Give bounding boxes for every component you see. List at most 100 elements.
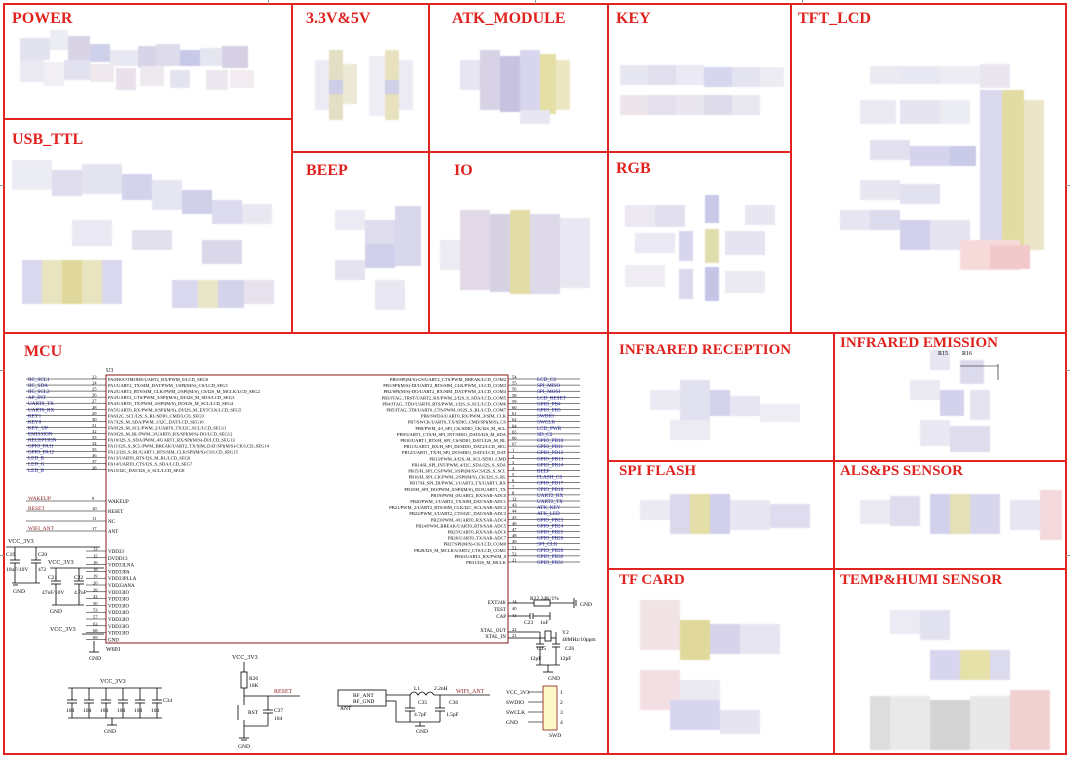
mcu-left-net: EMISSION — [28, 431, 53, 437]
mcu-right-pin-num: 4 — [512, 466, 515, 471]
mcu-extra-pin-num: 10 — [92, 506, 97, 511]
decap-value: 104 — [100, 708, 109, 714]
mcu-right-func: PB20/PWM_1/UART2_TX/SIM_DAT/SAR-ADC1 — [410, 499, 506, 504]
mcu-ext-pin-num: 22 — [512, 627, 517, 632]
decap-value: 104 — [117, 708, 126, 714]
swd-name: SWD — [549, 733, 561, 739]
atk-module-title: ATK_MODULE — [452, 10, 566, 27]
c34-ref: C34 — [163, 698, 172, 704]
mcu-right-net: LCD_CS — [537, 377, 556, 383]
vcc33-label-5: VCC_3V3 — [232, 655, 258, 661]
mcu-right-net: GPIO_PB28 — [537, 548, 564, 554]
mcu-left-pin-num: 32 — [92, 429, 97, 434]
gnd-ant: GND — [416, 729, 428, 735]
mcu-power-pin-num: 69 — [93, 635, 98, 640]
mcu-power-pins: 13VDD3315DVDD1316VDD33LNA18VDD33PA19VDD3… — [86, 547, 137, 643]
tf-card-pixelated-region — [640, 600, 780, 734]
mcu-ext-pin-num: 21 — [512, 633, 517, 638]
c35-value: 4.7pF — [414, 712, 427, 718]
vcc33-label-2: VCC_3V3 — [48, 560, 74, 566]
reset-net: RESET — [274, 689, 293, 695]
mcu-left-net: IIC_SCL2 — [28, 389, 50, 395]
mcu-right-func: PB28/I2S_M_MCLK/UART2_CTS/LCD_COM1 — [414, 548, 507, 553]
mcu-right-net: GPIO_PB31 — [537, 560, 564, 566]
y2-value: 40MHz/10ppm — [562, 637, 596, 643]
mcu-right-pin-num: 7 — [512, 484, 515, 489]
swd-net: SWCLK — [506, 710, 525, 716]
mcu-extra-net: WAKEUP — [28, 496, 51, 502]
c26-value: 12pF — [560, 656, 571, 662]
mcu-power-func: VDD33IO — [108, 598, 129, 603]
mcu-right-pin-num: 2 — [512, 454, 515, 459]
mcu-left-pin-num: 35 — [92, 447, 97, 452]
mcu-right-net: GPIO_PB18 — [537, 487, 564, 493]
beep-title: BEEP — [306, 162, 348, 179]
mcu-right-net: GPIO_PB25 — [537, 530, 564, 536]
border-tick — [1066, 555, 1070, 556]
mcu-power-pin-num: 53 — [93, 608, 98, 613]
mcu-right-func: PB7/SWCK/UART0_TX/SDIO_CMD/SPI(M/S)_CS — [408, 420, 507, 425]
mcu-left-pin-num: 25 — [92, 387, 97, 392]
mcu-power-func: VDD33PLLA — [108, 577, 137, 582]
c20-value: 472 — [38, 567, 47, 573]
mcu-left-func: PA12/I2S_S_RL/UART1_RTS/SIM_CLK/SPI(M/S)… — [108, 450, 239, 455]
mcu-power-pin-num: 50 — [93, 601, 98, 606]
mcu-power-pin-num: 19 — [93, 574, 98, 579]
mcu-right-func: PB4/JTAG_TDO/UART0_RTS/PWM_1/I2S_S_SCL/L… — [382, 401, 506, 406]
mcu-right-pin-num: 12 — [512, 497, 517, 502]
mcu-right-func: PB17/H_SPI_DI/PWM_1/UART3_TX/UART1_RX — [410, 481, 507, 486]
mcu-right-func: PB24/PWM_BREAK/UART0_RTS/SAR-ADC5 — [416, 523, 507, 528]
mcu-right-func: PB16/H_SPI_CK/PWM_2/SPI(M/S)_CK/I2S_S_RL — [408, 475, 506, 480]
mcu-right-net: SD_CS — [537, 432, 553, 438]
mcu-left-func: PA4/UART0_TX/PWM_4/SPI(M/S)_DO/I2S_M_SCL… — [108, 401, 234, 406]
mcu-right-net: GPIO_PB26 — [537, 536, 564, 542]
usb-ttl-pixelated-region — [12, 160, 274, 308]
mcu-power-func: VDD33ANA — [108, 584, 135, 589]
mcu-extra-net: WIFI_ANT — [28, 526, 55, 532]
r26-value: 10K — [249, 683, 259, 689]
mcu-left-net: RECEPTION — [28, 438, 57, 444]
mcu-right-func: PB2/SPI(M/S)-DO/UART2_RX/SIM_DAT/PWM_2/L… — [384, 389, 507, 394]
ir-rx-title: INFRARED RECEPTION — [619, 342, 792, 358]
mcu-power-func: DVDD13 — [108, 557, 128, 562]
gnd-2: GND — [50, 609, 62, 615]
mcu-left-func: PA7/I2S_M_SDA/PWM_1/I2C_DAT/LCD_SEG10 — [108, 419, 204, 424]
tft-lcd-pixelated-region — [840, 64, 1044, 270]
mcu-power-func: GND — [108, 638, 119, 643]
mcu-left-net: LED_G — [28, 462, 45, 468]
mcu-power-pin-num: 57 — [93, 615, 98, 620]
mcu-chip-body — [105, 374, 509, 644]
v33-5-title: 3.3V&5V — [306, 10, 371, 27]
mcu-right-func: PB27/SPI(M/S)-CK/LCD_COM0 — [443, 542, 506, 547]
ir-part-r15: R15 — [938, 351, 948, 357]
c21-value: 47nF/10V — [42, 590, 64, 596]
mcu-right-pin-num: 54 — [512, 375, 517, 380]
ir-rx-pixelated-region — [650, 380, 800, 440]
mcu-power-func: VDD33IO — [108, 611, 129, 616]
mcu-left-net: UART0_TX — [28, 401, 54, 407]
mcu-ext-func: EXT24K — [488, 601, 507, 606]
mcu-right-pin-num: 55 — [512, 381, 517, 386]
swd-pin-num: 3 — [560, 710, 563, 716]
mcu-ext-pin-num: 14 — [512, 599, 517, 604]
tft-lcd-title: TFT_LCD — [798, 10, 871, 27]
border-tick — [1066, 185, 1070, 186]
power-title: POWER — [12, 10, 73, 27]
mcu-extra-pin-num: 17 — [92, 526, 97, 531]
r26-ref: R26 — [249, 676, 258, 682]
mcu-right-pin-num: 58 — [512, 393, 517, 398]
c23-value: 1uF — [540, 620, 549, 626]
mcu-right-net: GPIO_PB5 — [537, 408, 561, 414]
mcu-right-func: PB18/H_SPI_DO/PWM_0/SPI(M/S)_DO/UART1_TX — [404, 487, 506, 492]
mcu-right-net: GPIO_PB23 — [537, 517, 564, 523]
mcu-right-pin-num: 44 — [512, 509, 517, 514]
mcu-extra-pin-num: 11 — [92, 516, 97, 521]
mcu-right-net: GPIO_PB12 — [537, 450, 564, 456]
mcu-right-func: PB6/SWDA/UART0_RX/PWM_3/SIM_CLK — [421, 414, 507, 419]
usb-ttl-title: USB_TTL — [12, 131, 84, 148]
mcu-right-func: PB1/SPI(M/S)-DI/UART2_RTS/SIM_CLK/PWM_1/… — [383, 383, 506, 388]
mcu-left-pin-num: 26 — [92, 393, 97, 398]
mcu-extra-func: NC — [108, 520, 116, 525]
mcu-left-func: PA11/I2S_S_SCL/PWM_BREAK/UART2_TX/SIM_DA… — [108, 444, 270, 449]
